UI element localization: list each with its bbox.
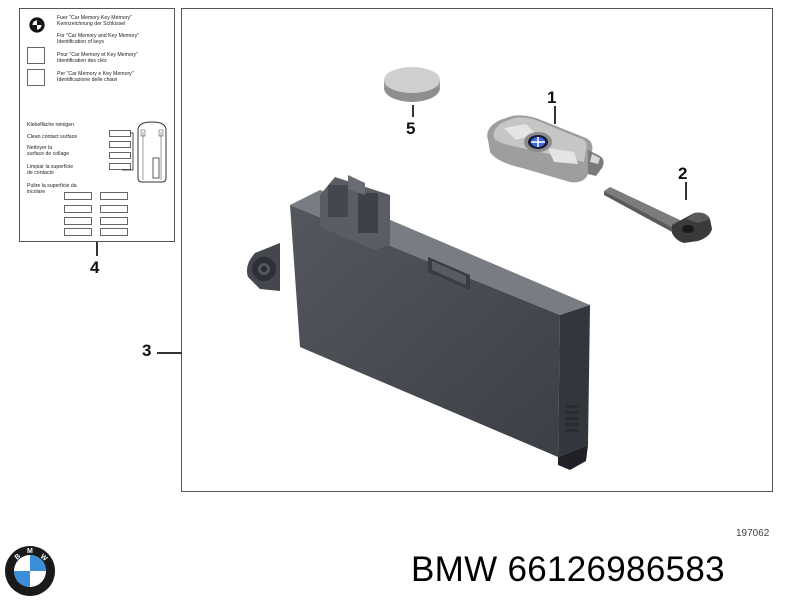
label-slot	[64, 228, 92, 236]
callout-2: 2	[678, 164, 688, 183]
key-outline-sketch	[134, 120, 170, 184]
key-blade-drawing	[602, 185, 717, 250]
label-slot	[109, 152, 131, 159]
callout-1: 1	[547, 88, 557, 107]
label-slot	[100, 217, 128, 225]
clean-instruction-it: Pulire la superficie da incolare	[27, 183, 77, 195]
clean-instruction-de: Klebefläche reinigen	[27, 122, 75, 128]
main-parts-frame	[181, 8, 773, 492]
smart-key-drawing	[482, 112, 610, 192]
label-bmw-logo-icon	[29, 17, 45, 33]
callout-4-leader	[96, 242, 98, 256]
callout-1-leader	[554, 106, 556, 124]
callout-3-leader	[157, 352, 182, 354]
label-entry-de: Fuer "Car Memory Key Memory"Kennzeichnun…	[57, 15, 132, 27]
label-checkbox-1	[27, 47, 45, 64]
svg-text:W: W	[39, 553, 49, 563]
label-slot	[100, 192, 128, 200]
control-module-drawing	[240, 165, 600, 495]
label-slot	[64, 205, 92, 213]
label-entry-en: For "Car Memory and Key Memory"Identific…	[57, 33, 140, 45]
label-slot	[100, 228, 128, 236]
label-sheet-panel	[19, 8, 175, 242]
part-number-label: BMW 66126986583	[411, 550, 725, 589]
label-slot	[100, 205, 128, 213]
callout-5: 5	[406, 119, 416, 138]
callout-5-leader	[412, 105, 414, 117]
label-slot	[109, 130, 131, 137]
label-slot	[64, 217, 92, 225]
clean-instruction-es: Limpiar la superficie de contacto	[27, 164, 74, 176]
callout-3: 3	[142, 341, 152, 360]
svg-text:M: M	[27, 548, 33, 555]
clean-instruction-fr: Nettoyer la surface de collage	[27, 145, 70, 157]
drawing-number: 197062	[736, 528, 770, 539]
connector-line	[108, 132, 134, 172]
label-slot	[109, 141, 131, 148]
bmw-logo-icon: B M W	[4, 545, 56, 597]
svg-text:B: B	[14, 553, 22, 562]
label-entry-it: Per "Car Memory e Key Memory"Identificaz…	[57, 71, 134, 83]
label-slot	[64, 192, 92, 200]
callout-2-leader	[685, 182, 687, 200]
clean-instruction-en: Clean contact surface	[27, 134, 78, 140]
callout-4: 4	[90, 258, 100, 277]
label-slot	[109, 163, 131, 170]
label-checkbox-2	[27, 69, 45, 86]
label-entry-fr: Pour "Car Memory et Key Memory"Identific…	[57, 52, 138, 64]
coin-battery-drawing	[382, 66, 442, 104]
